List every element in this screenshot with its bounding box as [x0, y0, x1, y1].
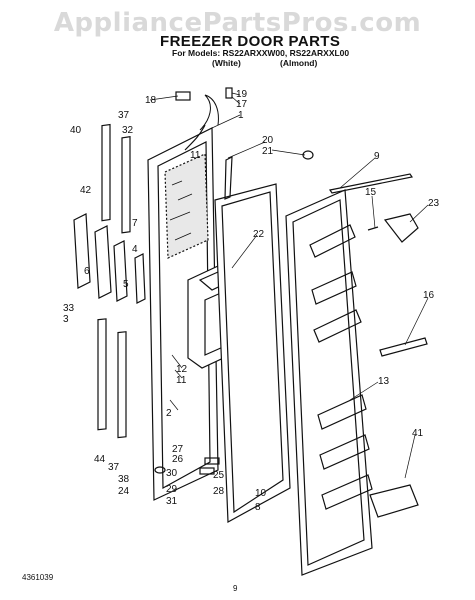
callout-25: 25 — [213, 470, 225, 481]
models-line: For Models: RS22ARXXW00, RS22ARXXL00 — [172, 48, 350, 58]
callout-27: 27 — [172, 444, 184, 455]
door-gasket — [214, 183, 291, 523]
callout-9: 9 — [374, 151, 380, 162]
callout-26: 26 — [172, 454, 184, 465]
callout-32: 32 — [122, 125, 134, 136]
handle-brackets — [73, 213, 146, 304]
callout-15: 15 — [365, 187, 377, 198]
callout-19: 19 — [236, 89, 248, 100]
callout-40: 40 — [70, 125, 82, 136]
callout-5: 5 — [123, 279, 129, 290]
callout-1: 1 — [238, 110, 244, 121]
callout-17: 17 — [236, 99, 248, 110]
inner-door-liner — [285, 189, 373, 576]
callout-11-mid: 11 — [176, 375, 187, 386]
callout-12: 12 — [176, 364, 188, 375]
callout-29: 29 — [166, 484, 178, 495]
callout-8: 8 — [255, 502, 261, 513]
callout-18: 18 — [145, 95, 157, 106]
document-number: 4361039 — [22, 573, 54, 582]
callout-11-top: 11 — [190, 150, 201, 161]
diagram-title: FREEZER DOOR PARTS — [160, 33, 341, 50]
callout-4: 4 — [132, 244, 138, 255]
callout-21: 21 — [262, 146, 274, 157]
callout-23: 23 — [428, 198, 440, 209]
callout-22: 22 — [253, 229, 265, 240]
callout-16: 16 — [423, 290, 435, 301]
callout-28: 28 — [213, 486, 225, 497]
callout-44: 44 — [94, 454, 106, 465]
callout-38: 38 — [118, 474, 130, 485]
callout-37-top: 37 — [118, 110, 130, 121]
outer-door-panel — [147, 94, 219, 501]
callout-20: 20 — [262, 135, 274, 146]
variant-almond: (Almond) — [280, 58, 318, 68]
callout-30: 30 — [166, 468, 178, 479]
callout-42: 42 — [80, 185, 92, 196]
callout-33: 33 — [63, 303, 75, 314]
variant-white: (White) — [212, 58, 241, 68]
callout-24: 24 — [118, 486, 130, 497]
small-parts — [154, 87, 428, 518]
watermark: AppliancePartsPros.com — [53, 8, 422, 38]
callout-2: 2 — [166, 408, 172, 419]
page-number: 9 — [233, 584, 238, 593]
door-trim-strips — [97, 123, 131, 439]
callout-3: 3 — [63, 314, 69, 325]
callout-37-bottom: 37 — [108, 462, 120, 473]
leader-lines — [149, 92, 429, 479]
callout-labels: 18 19 17 1 37 32 40 20 21 11 9 15 23 42 … — [63, 89, 440, 513]
callout-41: 41 — [412, 428, 424, 439]
callout-7: 7 — [132, 218, 138, 229]
callout-13: 13 — [378, 376, 390, 387]
callout-31: 31 — [166, 496, 178, 507]
callout-6: 6 — [84, 266, 90, 277]
callout-10: 10 — [255, 488, 267, 499]
